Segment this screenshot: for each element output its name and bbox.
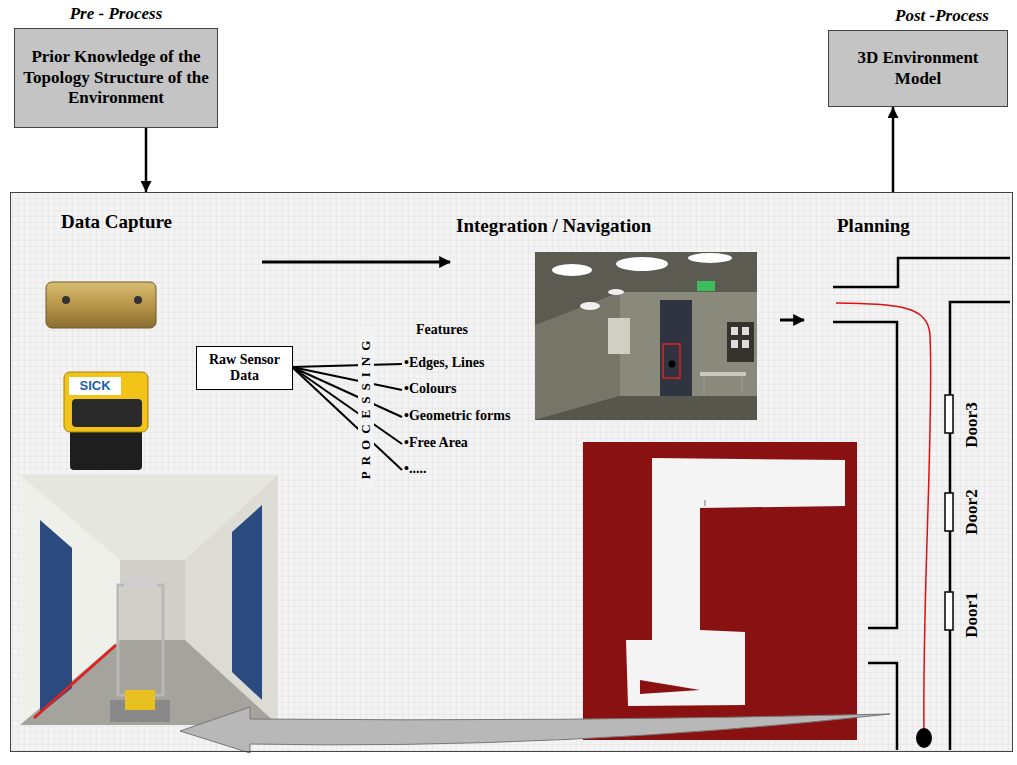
process-panel: Raw Sensor Data Data Capture Integration /… bbox=[10, 192, 1013, 752]
feature-label: •Edges, Lines bbox=[404, 355, 484, 371]
feature-fan-lines bbox=[292, 364, 402, 367]
data-flow-arrow bbox=[262, 262, 450, 263]
plan-arrow bbox=[780, 320, 804, 321]
feedback-arrow bbox=[180, 707, 890, 753]
robot-photo bbox=[20, 475, 278, 725]
corridor-plan bbox=[868, 663, 897, 750]
feature-label: •Geometric forms bbox=[404, 408, 510, 424]
camera-view-photo bbox=[616, 257, 668, 271]
camera-view-photo bbox=[535, 396, 757, 420]
panel-ground bbox=[10, 192, 1013, 752]
door-symbol bbox=[945, 395, 953, 630]
door-symbol bbox=[945, 592, 953, 630]
camera-view-photo bbox=[535, 252, 757, 420]
postprocess-box: Post -Process3D Environment Model bbox=[828, 30, 1008, 107]
occupancy-map bbox=[626, 458, 845, 706]
camera-view-photo bbox=[688, 253, 732, 263]
feature-fan-lines bbox=[292, 367, 402, 417]
robot-photo bbox=[118, 585, 163, 695]
box-text: Prior Knowledge of the Topology Structur… bbox=[15, 47, 217, 108]
occupancy-map bbox=[705, 500, 706, 506]
stereo-camera bbox=[46, 282, 156, 328]
box-text: 3D Environment Model bbox=[829, 48, 1007, 89]
laser-scanner bbox=[64, 372, 148, 432]
stereo-camera bbox=[46, 282, 156, 328]
data-flow-arrow bbox=[262, 261, 450, 264]
door-label: Door1 bbox=[962, 585, 982, 645]
feature-label: •..... bbox=[404, 461, 426, 477]
robot-photo bbox=[232, 505, 262, 700]
robot-photo bbox=[120, 560, 185, 640]
camera-view-photo bbox=[697, 281, 715, 291]
sensor-data-box: Raw Sensor Data bbox=[196, 346, 293, 390]
laser-scanner bbox=[72, 399, 142, 427]
occupancy-map bbox=[640, 680, 700, 694]
feature-label: •Free Area bbox=[404, 435, 468, 451]
robot-photo bbox=[40, 520, 72, 714]
robot-photo bbox=[34, 645, 116, 718]
planned-path bbox=[836, 303, 932, 748]
feedback-arrow bbox=[180, 707, 890, 753]
panel-ground bbox=[10, 192, 1013, 752]
robot-photo bbox=[125, 690, 155, 710]
feature-label: Features bbox=[416, 322, 468, 338]
corridor-plan bbox=[833, 322, 897, 628]
feature-label: •Colours bbox=[404, 381, 456, 397]
camera-view-photo bbox=[660, 300, 692, 396]
laser-scanner bbox=[64, 372, 148, 470]
feature-fan-lines bbox=[292, 364, 402, 470]
corridor-plan bbox=[833, 258, 1010, 287]
panel-ground bbox=[10, 192, 1013, 752]
flow-arrow bbox=[145, 128, 148, 192]
camera-view-photo bbox=[727, 322, 754, 362]
heading-text: Pre - Process bbox=[15, 4, 217, 24]
laser-scanner bbox=[69, 377, 121, 395]
robot-photo bbox=[124, 578, 157, 588]
camera-view-photo bbox=[620, 292, 757, 396]
camera-view-photo bbox=[731, 340, 738, 348]
box-text: Raw Sensor Data bbox=[197, 352, 292, 384]
camera-view-photo bbox=[704, 376, 705, 394]
camera-view-photo bbox=[669, 361, 676, 368]
heading-text: Data Capture bbox=[61, 211, 172, 233]
camera-view-photo bbox=[700, 372, 746, 376]
heading-text: Planning bbox=[837, 215, 910, 237]
planned-path bbox=[916, 728, 932, 748]
corridor-plan bbox=[950, 302, 1010, 750]
door-label: Door3 bbox=[962, 395, 982, 455]
occupancy-map bbox=[583, 442, 857, 740]
camera-view-photo bbox=[663, 344, 680, 378]
camera-view-photo bbox=[608, 318, 630, 354]
stereo-camera bbox=[62, 296, 70, 304]
camera-view-photo bbox=[580, 302, 600, 310]
camera-view-photo bbox=[608, 289, 624, 295]
camera-view-photo bbox=[742, 376, 743, 394]
flow-arrow bbox=[892, 107, 895, 192]
plan-arrow bbox=[780, 319, 804, 322]
camera-view-photo bbox=[731, 327, 738, 335]
corridor-plan bbox=[833, 258, 1010, 750]
door-label: Door2 bbox=[962, 482, 982, 542]
occupancy-map bbox=[583, 442, 857, 740]
door-symbol bbox=[945, 395, 953, 433]
camera-view-photo bbox=[552, 264, 592, 276]
camera-view-photo bbox=[742, 340, 749, 348]
camera-view-photo bbox=[742, 327, 749, 335]
feature-label: PROCESSING bbox=[358, 327, 374, 487]
preprocess-box: Pre - ProcessPrior Knowledge of the Topo… bbox=[14, 28, 218, 128]
logo-text: SICK bbox=[69, 377, 121, 395]
feature-fan-lines bbox=[292, 367, 402, 444]
laser-scanner bbox=[70, 428, 142, 470]
door-symbol bbox=[945, 493, 953, 531]
heading-text: Integration / Navigation bbox=[456, 215, 651, 237]
stereo-camera bbox=[134, 296, 142, 304]
feature-fan-lines bbox=[292, 367, 402, 470]
planned-path bbox=[836, 303, 931, 734]
heading-text: Post -Process bbox=[895, 6, 989, 26]
camera-view-photo bbox=[535, 252, 757, 420]
robot-photo bbox=[20, 475, 278, 725]
